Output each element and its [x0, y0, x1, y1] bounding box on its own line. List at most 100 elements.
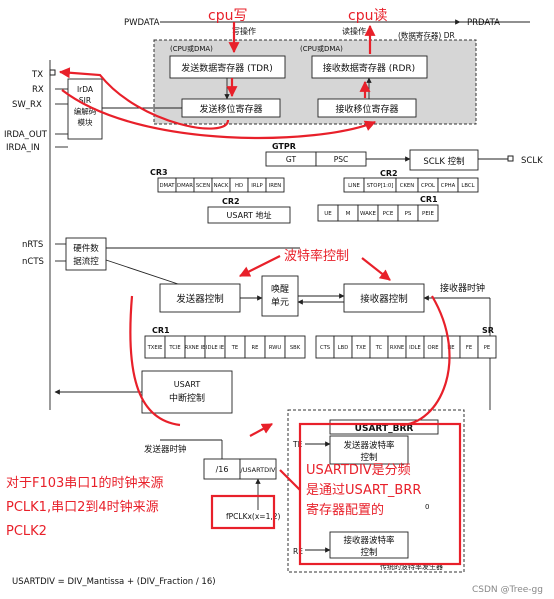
sr-bit-label: ORE [428, 345, 439, 351]
clock-note-line1: 对于F103串口1的时钟来源 [6, 475, 164, 491]
cr1-bottom-bit-label: TXEIE [147, 345, 163, 351]
brr-footer: 传统的波特率发生器 [380, 562, 443, 571]
cr1-top-bit-label: PS [405, 211, 412, 217]
sr-bit-label: PE [484, 345, 490, 351]
pin-irda-out: IRDA_OUT [4, 130, 48, 140]
pin-rx: RX [32, 85, 44, 95]
irda-line2: SIR [79, 96, 91, 105]
data-register-label: (数据寄存器) DR [398, 30, 455, 40]
sr-bit-label: TC [375, 345, 383, 351]
usartdiv-note-line1: USARTDIV是分频 [306, 463, 411, 478]
sr-bit-label: FE [466, 345, 472, 351]
pin-sclk: SCLK [521, 156, 543, 166]
rx-control-label: 接收器控制 [360, 293, 408, 305]
sr-bit-label: NE [447, 345, 454, 351]
usartdiv-note-line2: 是通过USART_BRR [306, 483, 421, 498]
usart-address-box [207, 206, 291, 224]
sr-bit-label: LBD [338, 345, 348, 351]
pclk-highlight-box [210, 494, 276, 530]
tdr-register [169, 55, 286, 79]
rx-shift-label: 接收移位寄存器 [335, 103, 398, 115]
clock-note-line2: PCLK1,串口2到4时钟来源 [6, 499, 159, 515]
pin-sw-rx: SW_RX [12, 100, 42, 110]
cr2-bit-label: CPHA [441, 183, 456, 189]
pin-labels: TX RX SW_RX IRDA_OUT IRDA_IN nRTS nCTS S… [4, 69, 543, 267]
tdr-label: 发送数据寄存器 (TDR) [181, 62, 273, 74]
prdata-label: PRDATA [467, 18, 500, 28]
cr3-bit-label: SCEN [196, 183, 210, 189]
gtpr-psc-label: PSC [334, 155, 349, 164]
rx-baud-line2: 控制 [360, 547, 377, 558]
cr1-bottom-bit-cell [284, 335, 306, 359]
cr2-bit-label: LINE [348, 183, 360, 189]
cr1-bottom-title: CR1 [152, 326, 170, 335]
clock-note-line3: PCLK2 [6, 524, 47, 539]
cr2-bit-label: CPOL [421, 183, 435, 189]
rdr-label: 接收数据寄存器 (RDR) [323, 62, 415, 74]
usart-irq-line1: USART [174, 380, 201, 389]
tx-clock-label: 发送器时钟 [144, 444, 187, 455]
pclk-label: fPCLKx(x=1,2) [226, 512, 281, 521]
cr1-bottom-bit-label: RE [252, 345, 259, 351]
usartdiv-box-label: /USARTDIV [240, 466, 276, 474]
tx-control-label: 发送器控制 [176, 293, 224, 305]
baud-control-annotation: 波特率控制 [284, 248, 349, 264]
data-bus: PWDATA PRDATA 写操作 读操作 (数据寄存器) DR [124, 18, 530, 40]
tx-shift-label: 发送移位寄存器 [199, 103, 262, 115]
cr3-bit-label: DMAR [177, 183, 193, 189]
pin-irda-in: IRDA_IN [6, 143, 40, 153]
wakeup-line1: 唤醒 [271, 283, 289, 295]
tx-baud-line2: 控制 [360, 452, 377, 463]
wakeup-unit-block [261, 275, 299, 317]
irda-line4: 模块 [78, 117, 93, 127]
rx-baud-line1: 接收器波特率 [343, 535, 395, 546]
wakeup-line2: 单元 [271, 296, 289, 308]
div16-label: /16 [216, 465, 229, 474]
flow-ctrl-line1: 硬件数 [73, 243, 99, 254]
csdn-watermark: CSDN @Tree-gg [472, 585, 543, 595]
usartdiv-note-line3: 寄存器配置的 [306, 502, 384, 518]
cr1-bottom-bit-label: RWU [269, 345, 282, 351]
transmitter-control-block [159, 283, 241, 313]
sr-title: SR [482, 326, 494, 335]
cr3-bit-label: DMAT [159, 183, 175, 189]
rx-baud-control [329, 531, 409, 559]
gtpr-gt-label: GT [286, 155, 297, 164]
dma-zone [153, 39, 477, 125]
cr1-bottom-bit-label: TCIE [168, 345, 180, 351]
cpu-write-annotation: cpu写 [208, 8, 247, 24]
irda-line1: IrDA [77, 85, 94, 94]
cr2-bit-cell [457, 177, 479, 193]
cr1-top-title: CR1 [420, 195, 438, 204]
irda-line3: 编解码 [74, 106, 97, 116]
sclk-control-label: SCLK 控制 [423, 156, 464, 167]
sclk-control-block [409, 149, 479, 171]
usart-interrupt-block [141, 370, 233, 414]
cr3-bit-label: HD [235, 183, 243, 189]
brr-zero-label: 0 [425, 503, 429, 511]
cr2-top-title: CR2 [380, 169, 398, 178]
cr1-top-bit-label: PEIE [422, 211, 434, 217]
cr3-bit-label: IRLP [251, 183, 263, 189]
cr3-bit-label: IREN [269, 183, 282, 189]
usart-address-label: USART 地址 [227, 210, 272, 220]
write-op-label: 写操作 [232, 26, 256, 36]
flow-control-block [65, 237, 107, 271]
sr-bit-cell [477, 335, 497, 359]
cr2-addr-title: CR2 [222, 197, 240, 206]
receiver-control-block [343, 283, 425, 313]
cr1-bottom-bit-label: RXNE IE [185, 345, 206, 351]
cr1-top-bit-label: M [346, 211, 351, 217]
tx-baud-control [329, 435, 409, 465]
cr1-bottom-bit-label: TE [231, 345, 238, 351]
receiver-clock-label: 接收器时钟 [440, 282, 485, 294]
sr-bit-label: RXNE [390, 345, 404, 351]
tx-baud-line1: 发送器波特率 [343, 440, 395, 451]
cr2-bit-label: STOP[1:0] [367, 183, 394, 189]
cr1-bottom-bit-label: SBK [290, 345, 301, 351]
cr1-top-bit-label: PCE [383, 211, 394, 217]
pin-ncts: nCTS [22, 257, 44, 267]
